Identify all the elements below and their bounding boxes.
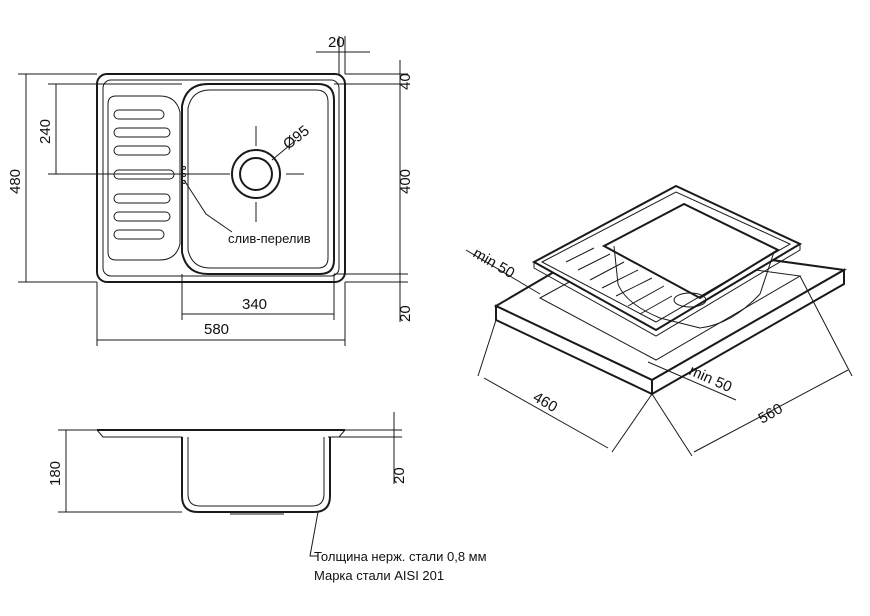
rib <box>565 247 595 263</box>
dim-cutout-min-right: min 50 <box>686 362 734 396</box>
rib <box>113 229 165 240</box>
dim-cutout-length: 560 <box>756 400 786 427</box>
cutout-width-line <box>483 377 609 449</box>
dim-flange-top: 20 <box>328 34 345 51</box>
iso-bowl-opening <box>601 202 781 300</box>
dim-overall-width: 580 <box>204 321 229 338</box>
steel-grade-note: Марка стали AISI 201 <box>314 568 444 583</box>
extension-line <box>651 393 693 457</box>
sink-rim-inner <box>540 191 792 323</box>
rim-right <box>328 429 346 438</box>
extension-line <box>477 319 497 377</box>
rib <box>601 269 639 289</box>
rib <box>113 127 171 138</box>
rib <box>577 253 611 271</box>
top-view-dimensions: 20 40 400 20 340 580 240 480 <box>7 34 414 346</box>
drain-diameter-label: Ø95 <box>280 122 313 153</box>
iso-drainboard-ribs <box>565 247 673 315</box>
overflow-hole <box>182 166 186 170</box>
dim-cutout-min-left: min 50 <box>470 245 517 282</box>
top-view: Ø95 слив-перелив <box>96 73 346 283</box>
rib <box>113 145 171 156</box>
iso-drain <box>673 292 707 308</box>
bowl-inner-outline <box>187 89 329 269</box>
isometric-view: min 50 min 50 460 560 <box>465 184 853 457</box>
drainboard-outline <box>107 95 181 261</box>
rib <box>113 211 171 222</box>
dim-right-top: 40 <box>397 73 414 90</box>
bowl-outline <box>181 83 335 275</box>
min50-right-leader <box>647 361 737 401</box>
drain-inner <box>239 157 273 191</box>
bowl-profile <box>181 437 331 513</box>
side-view: 180 20 Толщина нерж. стали 0,8 мм Марка … <box>47 412 487 583</box>
bowl-profile-inner <box>187 437 325 507</box>
rib <box>639 295 673 315</box>
dim-bottom-right: 20 <box>397 305 414 322</box>
countertop-side <box>651 268 845 396</box>
dim-overall-height: 480 <box>7 169 24 194</box>
cutout-length-line <box>693 369 849 453</box>
rib <box>615 277 653 297</box>
rim-left <box>96 429 182 438</box>
extension-line <box>611 393 653 453</box>
rib <box>589 261 625 281</box>
sink-inner-outline <box>102 79 340 277</box>
dim-bowl-width: 340 <box>242 296 267 313</box>
rib <box>113 193 171 204</box>
rib <box>627 285 665 307</box>
dim-rim-height: 20 <box>391 467 408 484</box>
dim-drain-offset: 240 <box>37 119 54 144</box>
dim-cutout-width: 460 <box>530 389 560 416</box>
drain-overflow-label: слив-перелив <box>228 231 311 246</box>
sink-rim-edge <box>533 244 801 337</box>
drain-outer <box>231 149 281 199</box>
extension-line <box>799 275 853 377</box>
drain-overflow-leader <box>183 179 233 233</box>
steel-thickness-note: Толщина нерж. стали 0,8 мм <box>314 549 487 564</box>
sink-outer-outline <box>96 73 346 283</box>
note-leader <box>309 511 319 557</box>
rib <box>113 109 165 120</box>
iso-bowl-body <box>613 245 775 329</box>
drain: Ø95 <box>208 122 313 222</box>
dim-depth: 180 <box>47 461 64 486</box>
diameter-leader <box>271 139 297 161</box>
dim-bowl-depth: 400 <box>397 169 414 194</box>
min50-left-leader <box>465 249 541 295</box>
